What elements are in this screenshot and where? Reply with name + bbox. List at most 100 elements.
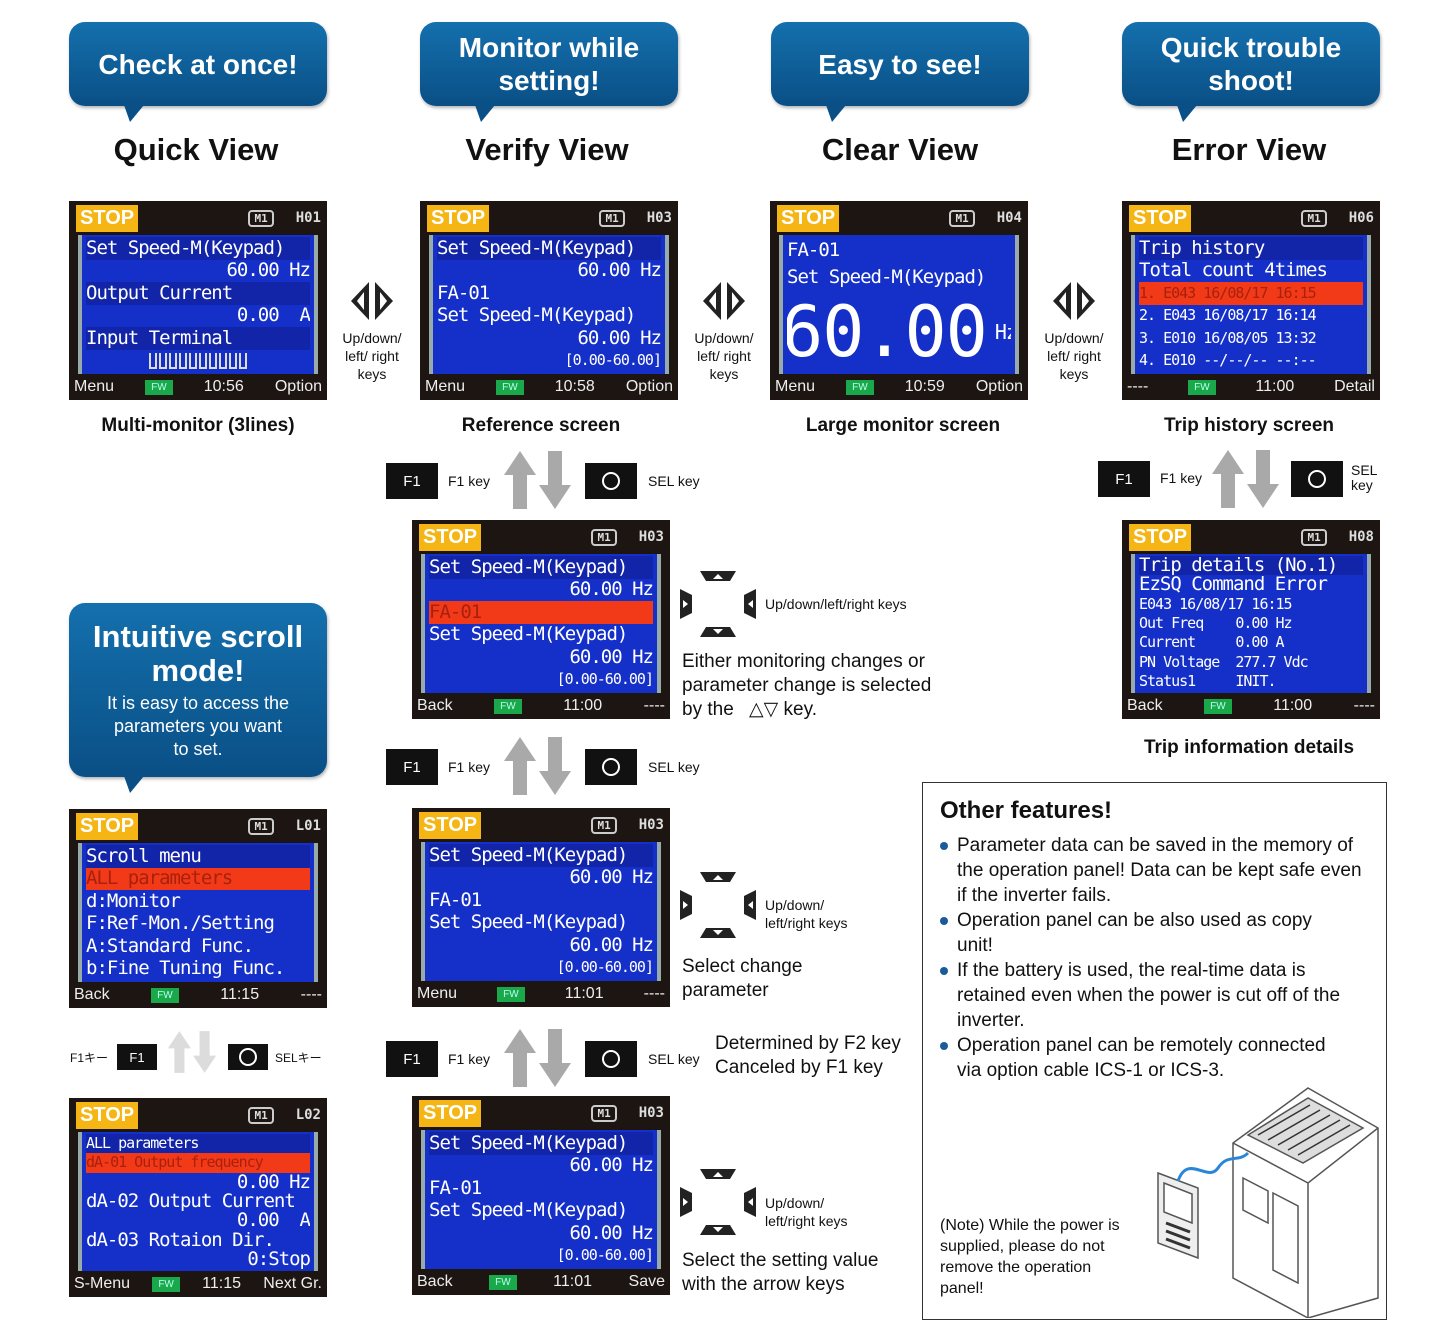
caption-trip-details: Trip information details: [1143, 737, 1355, 758]
caption-reference: Reference screen: [461, 415, 621, 436]
lr-keys-hint-2: Up/down/ left/ right keys: [692, 280, 756, 383]
lcd-line: 0.00 A: [236, 1211, 310, 1231]
clock: 11:00: [563, 697, 603, 714]
stop-badge: STOP: [419, 523, 482, 551]
sel-key[interactable]: [1291, 461, 1343, 497]
softkey-right-label: ----: [643, 985, 665, 1002]
lcd-line: PN Voltage 277.7 Vdc: [1139, 652, 1309, 671]
softkey-left-label: Menu: [417, 985, 458, 1002]
feature-item: If the battery is used, the real-time da…: [940, 958, 1376, 1033]
mode-badge: M1: [591, 1104, 617, 1122]
mode-badge: M1: [248, 817, 274, 835]
four-way-arrow-keys-icon: [678, 1165, 758, 1239]
clock: 11:00: [1273, 697, 1313, 714]
lcd-line: Trip details (No.1): [1139, 556, 1363, 576]
run-direction-badge: FW: [846, 379, 874, 395]
run-direction-badge: FW: [494, 698, 522, 714]
f1-key-label: F1 key: [448, 759, 491, 775]
terminal-indicator: [239, 352, 247, 369]
f1-key-label: F1 key: [448, 1051, 491, 1067]
lcd-line: dA-01 Output frequency: [86, 1153, 310, 1173]
softkey-left-label: Back: [417, 1273, 453, 1290]
mode-badge: M1: [248, 1106, 274, 1124]
feature-item: Parameter data can be saved in the memor…: [940, 833, 1376, 908]
lcd-line: 60.00 Hz: [569, 1222, 653, 1244]
lcd-line: Set Speed-M(Keypad): [429, 1199, 628, 1222]
up-down-arrows-icon: [500, 449, 575, 511]
screen-code: H03: [638, 817, 664, 833]
lcd-line: Set Speed-M(Keypad): [86, 237, 310, 260]
lcd-line: Input Terminal: [86, 327, 310, 350]
bubble-clear-view: Easy to see!: [771, 22, 1029, 122]
sel-key-label: SEL key: [648, 759, 700, 775]
description-determine-cancel: Determined by F2 key Canceled by F1 key: [715, 1033, 901, 1078]
lcd-line: A:Standard Func.: [86, 935, 254, 957]
f1-key[interactable]: F1: [386, 463, 438, 499]
clock: 11:01: [553, 1273, 593, 1290]
f1-key-small[interactable]: F1: [117, 1044, 157, 1070]
sel-key-label: SEL key: [1351, 462, 1377, 493]
title-verify-view: Verify View: [465, 132, 629, 167]
mode-badge: M1: [599, 209, 625, 227]
sel-key-small[interactable]: [228, 1044, 268, 1070]
up-down-arrows-icon: [167, 1031, 217, 1073]
lcd-line: Output Current: [86, 282, 310, 305]
screen-code: H03: [638, 1105, 664, 1121]
f1-key[interactable]: F1: [1098, 461, 1150, 497]
screen-code: L01: [295, 818, 321, 834]
sel-key[interactable]: [585, 1041, 637, 1077]
mode-badge: M1: [1301, 528, 1327, 546]
lcd-line: FA-01: [429, 889, 482, 911]
lcd-line: Set Speed-M(Keypad): [437, 237, 661, 260]
lcd-line: EzSQ Command Error: [1139, 575, 1328, 595]
sel-key[interactable]: [585, 749, 637, 785]
lcd-line: Current 0.00 A: [1139, 633, 1285, 652]
lcd-line: E043 16/08/17 16:15: [1139, 594, 1293, 613]
four-way-arrow-keys-icon: [678, 868, 758, 942]
lcd-line: 0.00 Hz: [236, 1172, 310, 1192]
lcd-line: Set Speed-M(Keypad): [787, 266, 986, 288]
lcd-line: dA-02 Output Current: [86, 1191, 296, 1212]
stop-badge: STOP: [76, 812, 139, 840]
lcd-top-bar: STOP M1 L01: [69, 809, 327, 843]
screen-code: H06: [1348, 210, 1374, 226]
lcd-line: 60.00 Hz: [226, 259, 310, 282]
mode-badge: M1: [949, 209, 975, 227]
sel-key[interactable]: [585, 463, 637, 499]
lcd-line: 60.00 Hz: [569, 1154, 653, 1177]
lcd-line: [0.00-60.00]: [556, 670, 653, 689]
lcd-line: Out Freq 0.00 Hz: [1139, 613, 1293, 632]
lcd-line: 4. E010 --/--/-- --:--: [1139, 351, 1317, 370]
bubble-verify-view: Monitor while setting!: [420, 22, 678, 122]
lcd-line: 3. E010 16/08/05 13:32: [1139, 328, 1317, 347]
lcd-line: Trip history: [1139, 237, 1363, 260]
terminal-indicator: [229, 352, 237, 369]
softkey-left-label: Menu: [74, 378, 115, 395]
stop-badge: STOP: [76, 1101, 139, 1129]
lr-keys-hint-3: Up/down/ left/ right keys: [1042, 280, 1106, 383]
f1-key[interactable]: F1: [386, 1041, 438, 1077]
terminal-indicator: [209, 352, 217, 369]
sel-key-label: SEL key: [648, 473, 700, 489]
description-select-param: Select change parameter: [682, 956, 803, 1001]
description-monitor-or-param: Either monitoring changes or parameter c…: [682, 650, 952, 722]
f1-key[interactable]: F1: [386, 749, 438, 785]
softkey-right-label: Option: [975, 378, 1023, 395]
feature-item: Operation panel can be remotely connecte…: [940, 1033, 1376, 1083]
keys-hint-label: Up/down/ left/ right keys: [694, 330, 754, 382]
